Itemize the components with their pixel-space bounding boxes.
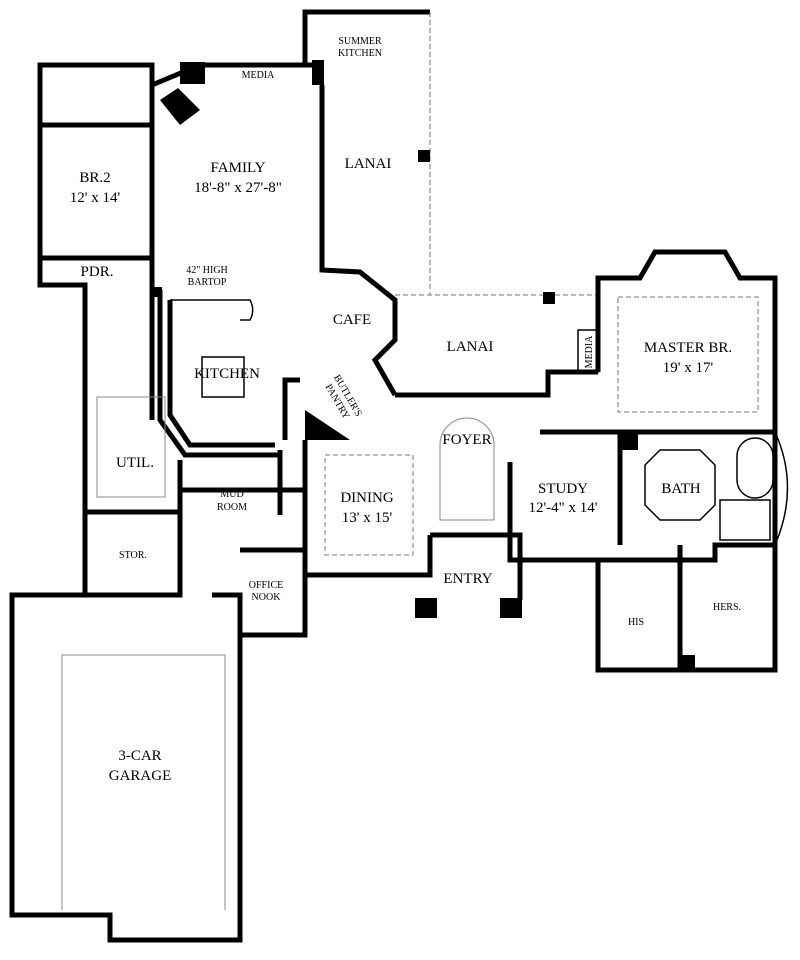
storage-label: STOR. [119, 550, 147, 561]
master-bedroom-dimensions: 19' x 17' [663, 360, 714, 376]
family-dimensions: 18'-8" x 27'-8" [194, 180, 282, 196]
powder-room-label: PDR. [81, 264, 114, 280]
br2-label: BR.2 [79, 170, 110, 186]
mud-room-label-2: ROOM [217, 502, 247, 513]
hers-closet-label: HERS. [713, 602, 741, 613]
entry-label: ENTRY [443, 571, 492, 587]
bath-label: BATH [661, 481, 700, 497]
mud-room-label: MUD [220, 489, 243, 500]
master-bedroom-label: MASTER BR. [644, 340, 732, 356]
garage-label-2: GARAGE [109, 768, 172, 784]
office-nook-label-2: NOOK [252, 592, 282, 603]
utility-label: UTIL. [116, 455, 154, 471]
study-dimensions: 12'-4" x 14' [528, 500, 597, 516]
summer-kitchen-label-2: KITCHEN [338, 48, 382, 59]
cafe-label: CAFE [333, 312, 371, 328]
media-label: MEDIA [242, 70, 276, 81]
dining-label: DINING [340, 490, 393, 506]
summer-kitchen-label: SUMMER [338, 36, 382, 47]
lanai-top-label: LANAI [345, 156, 392, 172]
his-closet-label: HIS [628, 617, 644, 628]
garage-label: 3-CAR [118, 748, 161, 764]
foyer-label: FOYER [442, 432, 491, 448]
office-nook-label: OFFICE [249, 580, 283, 591]
room-labels: SUMMER KITCHEN MEDIA FAMILY 18'-8" x 27'… [70, 36, 741, 784]
bartop-label: 42" HIGH [186, 265, 228, 276]
dining-dimensions: 13' x 15' [342, 510, 393, 526]
study-label: STUDY [538, 481, 588, 497]
walls [9, 9, 789, 943]
kitchen-label: KITCHEN [194, 366, 260, 382]
family-label: FAMILY [211, 160, 266, 176]
bartop-label-2: BARTOP [188, 277, 227, 288]
br2-dimensions: 12' x 14' [70, 190, 121, 206]
media-side-label: MEDIA [584, 335, 595, 369]
lanai-mid-label: LANAI [447, 339, 494, 355]
